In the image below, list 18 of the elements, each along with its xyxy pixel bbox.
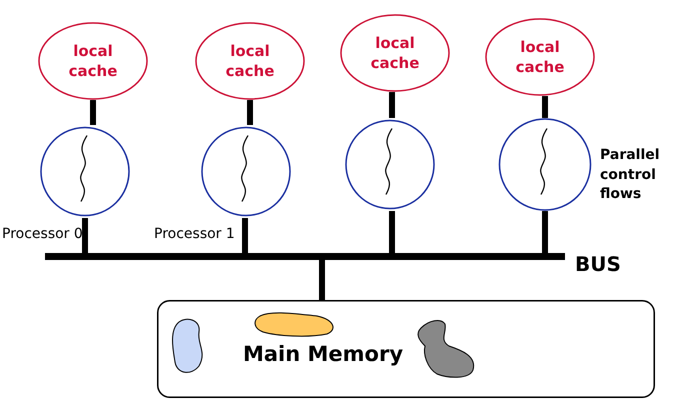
- processor-label: Processor 0: [2, 226, 83, 242]
- bus-label: BUS: [575, 253, 621, 275]
- cache-label: local cache: [370, 32, 420, 74]
- connector-line: [319, 260, 325, 300]
- processor-label: Processor 1: [154, 226, 235, 242]
- connector-line: [389, 92, 395, 118]
- connector-line: [389, 211, 395, 253]
- memory-label: Main Memory: [242, 341, 404, 368]
- connector-line: [542, 96, 548, 118]
- cache-label: local cache: [514, 36, 566, 78]
- connector-line: [542, 211, 548, 253]
- connector-line: [90, 100, 96, 125]
- connector-line: [242, 218, 248, 253]
- connector-line: [247, 100, 253, 125]
- cache-label: local cache: [68, 40, 118, 82]
- connector-line: [82, 218, 88, 253]
- cache-label: local cache: [224, 40, 276, 82]
- annotation-text: Parallel control flows: [600, 146, 661, 204]
